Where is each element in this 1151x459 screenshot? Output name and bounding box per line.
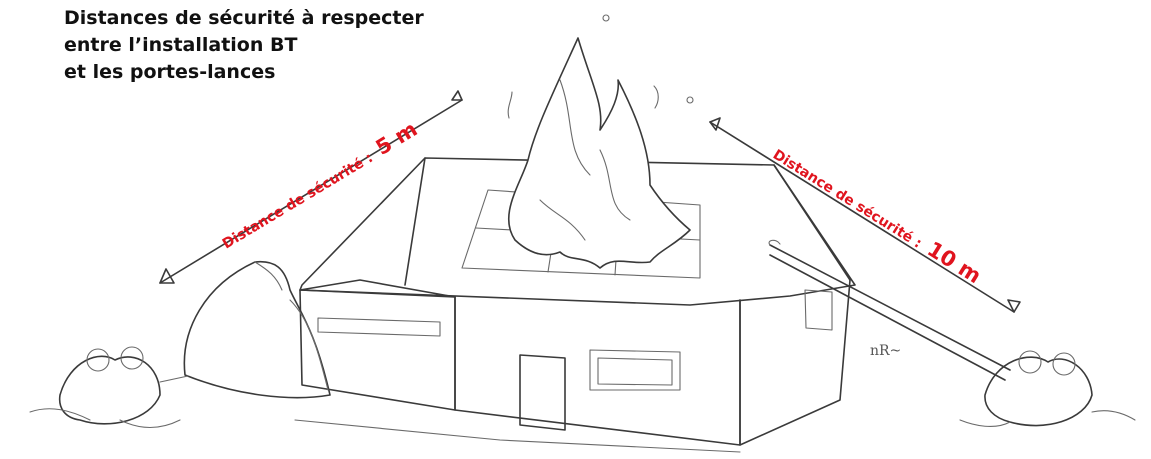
right-firefighters-sketch: [960, 351, 1135, 426]
title-block: Distances de sécurité à respecter entre …: [64, 7, 424, 83]
fire-flames-sketch: [508, 15, 693, 268]
title-line-3: et les portes-lances: [64, 61, 275, 83]
title-line-1: Distances de sécurité à respecter: [64, 7, 424, 29]
right-distance-value: 10 m: [923, 237, 985, 288]
left-firefighters-sketch: [30, 347, 188, 428]
left-arrow-tip-top: [452, 91, 462, 100]
left-distance-value: 5 m: [372, 117, 422, 160]
artist-signature: nR~: [870, 343, 901, 359]
title-line-2: entre l’installation BT: [64, 34, 297, 56]
